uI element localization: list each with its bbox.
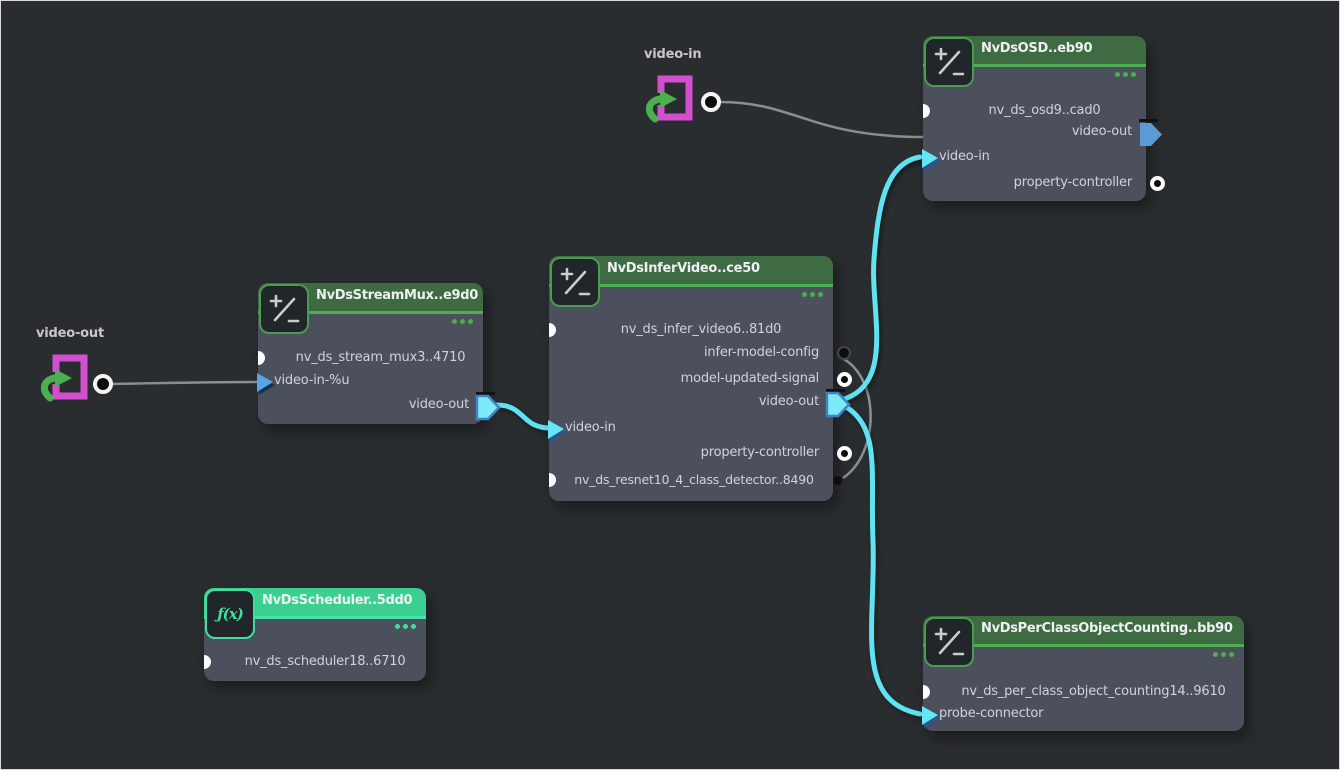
port-property-controller[interactable]: property-controller (923, 173, 1165, 193)
node-nvdsstreammux[interactable]: NvDsStreamMux..e9d0 nv_ds_stream_mux3..4… (251, 283, 501, 424)
external-port-video-in[interactable] (701, 92, 721, 112)
ellipsis-icon[interactable] (802, 292, 823, 297)
output-pentagon-icon[interactable] (475, 392, 501, 421)
ellipsis-icon[interactable] (452, 319, 473, 324)
node-title: NvDsPerClassObjectCounting..bb90 (981, 621, 1233, 636)
config-dot-icon[interactable] (837, 346, 851, 360)
signal-ring-icon[interactable] (837, 446, 852, 461)
output-pentagon-icon[interactable] (1138, 119, 1164, 148)
plus-minus-icon (924, 37, 974, 87)
port-component[interactable]: nv_ds_per_class_object_counting14..9610 (916, 682, 1244, 702)
external-connector-video-in[interactable]: video-in (644, 43, 702, 123)
input-arrow-icon[interactable] (545, 418, 569, 444)
node-title: NvDsInferVideo..ce50 (607, 261, 760, 276)
component-dot-icon (251, 351, 265, 365)
connection-modelconfig-to-detector[interactable] (841, 356, 872, 480)
node-header[interactable]: NvDsPerClassObjectCounting..bb90 (923, 616, 1244, 647)
input-arrow-icon[interactable] (919, 704, 943, 730)
node-nvdsperclassobjectcounting[interactable]: NvDsPerClassObjectCounting..bb90 nv_ds_p… (916, 616, 1244, 731)
import-arrow-icon (40, 354, 88, 402)
import-arrow-icon (645, 75, 693, 123)
port-probe-connector[interactable]: probe-connector (922, 704, 1244, 728)
port-video-out[interactable]: video-out (549, 389, 851, 418)
plus-minus-icon (924, 617, 974, 667)
ellipsis-icon[interactable] (1213, 652, 1234, 657)
connection-infer-to-counting[interactable] (838, 401, 923, 717)
port-component[interactable]: nv_ds_osd9..cad0 (916, 101, 1146, 121)
connection-videoout-to-streammux[interactable] (111, 380, 260, 386)
signal-ring-icon[interactable] (1150, 176, 1165, 191)
port-component[interactable]: nv_ds_infer_video6..81d0 (542, 320, 833, 340)
ellipsis-icon[interactable] (1115, 72, 1136, 77)
port-property-controller[interactable]: property-controller (549, 443, 852, 463)
node-title: NvDsScheduler..5dd0 (262, 593, 413, 608)
connection-videoin-to-osd[interactable] (719, 100, 926, 139)
plus-minus-icon (550, 257, 600, 307)
port-component[interactable]: nv_ds_scheduler18..6710 (197, 652, 426, 672)
signal-ring-icon[interactable] (837, 372, 852, 387)
config-dot-small-icon[interactable] (833, 476, 842, 485)
component-dot-icon (916, 685, 930, 699)
port-video-in[interactable]: video-in (548, 418, 833, 442)
input-arrow-icon[interactable] (919, 147, 943, 173)
node-title: NvDsStreamMux..e9d0 (316, 288, 478, 303)
ellipsis-icon[interactable] (395, 624, 416, 629)
external-port-video-out[interactable] (93, 374, 113, 394)
component-dot-icon (916, 104, 930, 118)
component-dot-icon (197, 655, 211, 669)
port-video-out[interactable]: video-out (923, 119, 1162, 146)
component-dot-icon (542, 323, 556, 337)
connection-infer-to-osd[interactable] (838, 154, 923, 403)
port-video-in-u[interactable]: video-in-%u (257, 371, 483, 395)
connection-streammux-to-infer[interactable] (494, 402, 553, 431)
external-connector-video-out[interactable]: video-out (36, 322, 104, 402)
port-infer-model-config[interactable]: infer-model-config (549, 343, 851, 363)
node-nvdsinfervideo[interactable]: NvDsInferVideo..ce50 nv_ds_infer_video6.… (542, 256, 852, 501)
plus-minus-icon (259, 284, 309, 334)
component-dot-icon (542, 473, 556, 487)
port-component[interactable]: nv_ds_stream_mux3..4710 (251, 348, 483, 368)
port-model-component[interactable]: nv_ds_resnet10_4_class_detector..8490 (542, 470, 842, 490)
external-connector-label: video-in (644, 47, 702, 62)
output-pentagon-icon[interactable] (825, 389, 851, 418)
node-nvdsosd[interactable]: NvDsOSD..eb90 nv_ds_osd9..cad0 video-out… (916, 36, 1165, 201)
node-nvdsscheduler[interactable]: NvDsScheduler..5dd0 ƒ(x) nv_ds_scheduler… (197, 588, 426, 681)
port-video-in[interactable]: video-in (922, 147, 1146, 171)
function-icon: ƒ(x) (205, 589, 255, 639)
node-title: NvDsOSD..eb90 (981, 41, 1093, 56)
input-arrow-icon[interactable] (254, 371, 278, 397)
port-video-out[interactable]: video-out (258, 392, 501, 421)
external-connector-label: video-out (36, 326, 104, 341)
port-model-updated-signal[interactable]: model-updated-signal (549, 369, 852, 389)
